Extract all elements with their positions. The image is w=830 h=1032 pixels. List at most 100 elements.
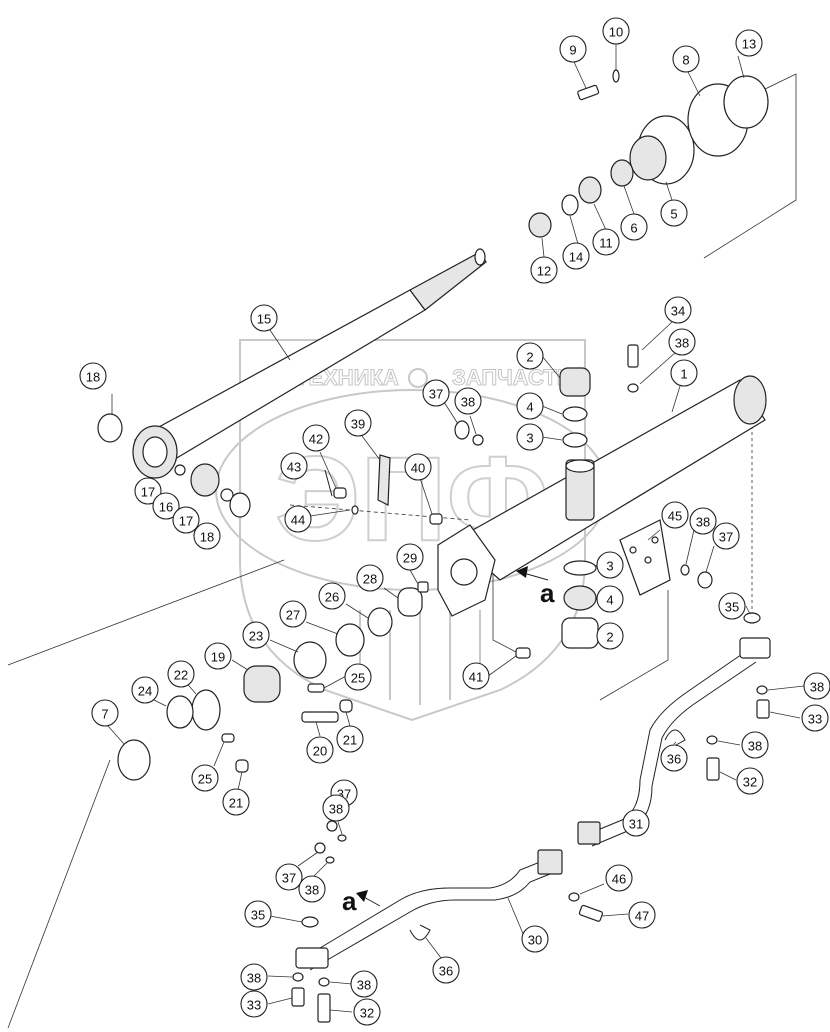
callout-number: 17	[141, 485, 155, 500]
bolt-34	[627, 344, 639, 368]
leader-32b	[329, 1009, 353, 1013]
callout-12: 12	[530, 256, 558, 284]
valve-parts	[117, 581, 531, 781]
callout-balloon	[240, 963, 268, 991]
piston-seals	[97, 413, 251, 518]
leader-35b	[269, 915, 303, 923]
bolt-33a	[756, 699, 770, 719]
callout-37: 37	[712, 522, 740, 550]
callout-balloon	[735, 29, 763, 57]
callout-balloon	[516, 423, 544, 451]
callout-balloon	[660, 744, 688, 772]
cap-26	[367, 607, 393, 637]
callout-balloon	[344, 663, 372, 691]
washer-38e	[706, 735, 718, 745]
washer-38i	[318, 977, 330, 987]
callout-balloon	[193, 522, 221, 550]
callout-balloon	[670, 359, 698, 387]
callout-15: 15	[250, 304, 278, 332]
leader-38a	[639, 351, 677, 385]
callout-number: 31	[629, 817, 643, 832]
washer-10	[612, 69, 620, 83]
bracket-hole-2	[644, 556, 652, 564]
callout-9: 9	[559, 35, 587, 63]
callout-balloon	[672, 45, 700, 73]
callout-balloon	[353, 998, 381, 1026]
bracket-hole-1	[629, 546, 637, 554]
callout-number: 38	[247, 971, 261, 986]
callout-20: 20	[306, 736, 334, 764]
callout-number: 46	[612, 872, 626, 887]
callout-balloon	[404, 453, 432, 481]
callout-number: 3	[526, 431, 533, 446]
callout-25: 25	[191, 764, 219, 792]
leader-25a	[323, 675, 347, 689]
callout-number: 20	[313, 744, 327, 759]
callout-3: 3	[516, 423, 544, 451]
callout-number: 25	[351, 671, 365, 686]
leader-38h	[267, 975, 293, 978]
bolt-20	[301, 711, 339, 723]
seal-11	[578, 176, 602, 204]
leader-45	[647, 529, 661, 541]
callout-14: 14	[562, 242, 590, 270]
callout-number: 42	[309, 432, 323, 447]
frame-line-left	[7, 559, 285, 666]
callout-number: 33	[247, 998, 261, 1013]
callout-balloon	[302, 424, 330, 452]
callout-number: 17	[179, 514, 193, 529]
callout-balloon	[344, 409, 372, 437]
callout-number: 37	[282, 871, 296, 886]
leader-37d	[297, 851, 319, 867]
bolt-33b	[291, 987, 305, 1007]
callout-number: 35	[251, 908, 265, 923]
callout-balloon	[91, 699, 119, 727]
pin-40	[429, 513, 443, 525]
callout-number: 21	[343, 733, 357, 748]
callout-number: 38	[810, 680, 824, 695]
callout-balloon	[242, 621, 270, 649]
callout-19: 19	[204, 642, 232, 670]
callout-17: 17	[134, 477, 162, 505]
pipe-31-end	[577, 821, 601, 845]
callout-balloon	[318, 582, 346, 610]
callout-number: 9	[569, 43, 576, 58]
callout-39: 39	[344, 409, 372, 437]
callout-number: 38	[696, 515, 710, 530]
callout-number: 3	[606, 559, 613, 574]
ring-22	[191, 689, 221, 731]
frame-line-right	[599, 590, 669, 701]
bracket-45	[619, 519, 671, 596]
flange-bore	[450, 558, 478, 586]
plug-37b	[697, 571, 713, 589]
callout-balloon	[605, 864, 633, 892]
piston-rod	[132, 248, 487, 479]
callout-47: 47	[628, 901, 656, 929]
callout-balloon	[712, 522, 740, 550]
leader-15	[269, 329, 291, 361]
pipe-30	[299, 859, 546, 961]
callout-balloon	[79, 362, 107, 390]
callout-number: 13	[742, 37, 756, 52]
callout-balloon	[661, 501, 689, 529]
leader-13	[737, 55, 745, 79]
ring-18a	[97, 413, 123, 443]
lock-plate-39	[377, 454, 391, 506]
washer-38b	[472, 434, 484, 446]
cylinder-tube	[453, 375, 767, 581]
callout-21: 21	[222, 788, 250, 816]
callout-balloon	[462, 662, 490, 690]
callout-number: 14	[569, 250, 583, 265]
callout-balloon	[602, 17, 630, 45]
callout-balloon	[801, 704, 829, 732]
leader-12	[541, 237, 545, 258]
callout-34: 34	[664, 296, 692, 324]
callout-number: 47	[635, 909, 649, 924]
leader-6	[623, 185, 635, 215]
callout-number: 4	[606, 593, 613, 608]
callout-balloon	[322, 794, 350, 822]
leader-21a	[345, 711, 351, 727]
plug-41	[515, 647, 531, 659]
o-ring-35a	[743, 612, 761, 624]
